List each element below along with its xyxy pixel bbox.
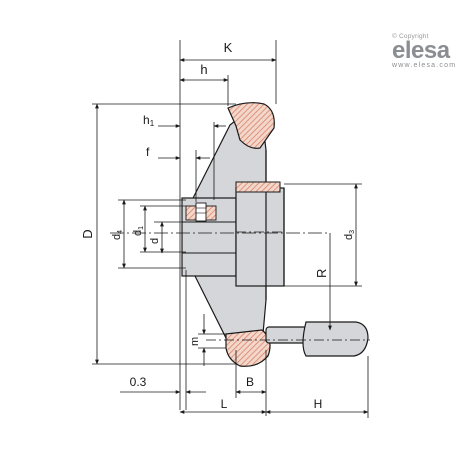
dimension-labels: K h h1 f D d4 d1 d d3 R m 0.3 B L H [80, 40, 356, 411]
label-d3: d3 [343, 230, 356, 240]
label-f: f [146, 145, 150, 159]
label-B: B [246, 375, 254, 389]
label-h: h [200, 62, 207, 77]
label-d4: d4 [111, 230, 124, 240]
label-d1: d1 [132, 226, 145, 236]
set-screw [195, 202, 207, 222]
label-d3-sub: 3 [349, 230, 356, 234]
label-K: K [224, 40, 233, 55]
brand-logo: © Copyright elesa www.elesa.com [392, 33, 457, 69]
label-H: H [314, 397, 323, 411]
dimension-lines [92, 40, 369, 418]
label-h1-sub: 1 [150, 119, 155, 128]
label-L: L [221, 397, 228, 411]
label-D: D [80, 229, 95, 238]
label-m: m [189, 337, 201, 346]
label-gap: 0.3 [130, 375, 147, 389]
brand-website: www.elesa.com [392, 62, 457, 69]
copyright-text: © Copyright [392, 33, 429, 40]
label-R: R [314, 269, 329, 278]
handwheel-body [181, 116, 285, 351]
label-h1: h1 [143, 113, 155, 128]
label-d4-sub: 4 [117, 230, 124, 234]
label-d1-sub: 1 [138, 226, 145, 230]
label-d: d [149, 238, 161, 244]
brand-name: elesa [392, 37, 450, 64]
revolving-handle [206, 321, 370, 357]
